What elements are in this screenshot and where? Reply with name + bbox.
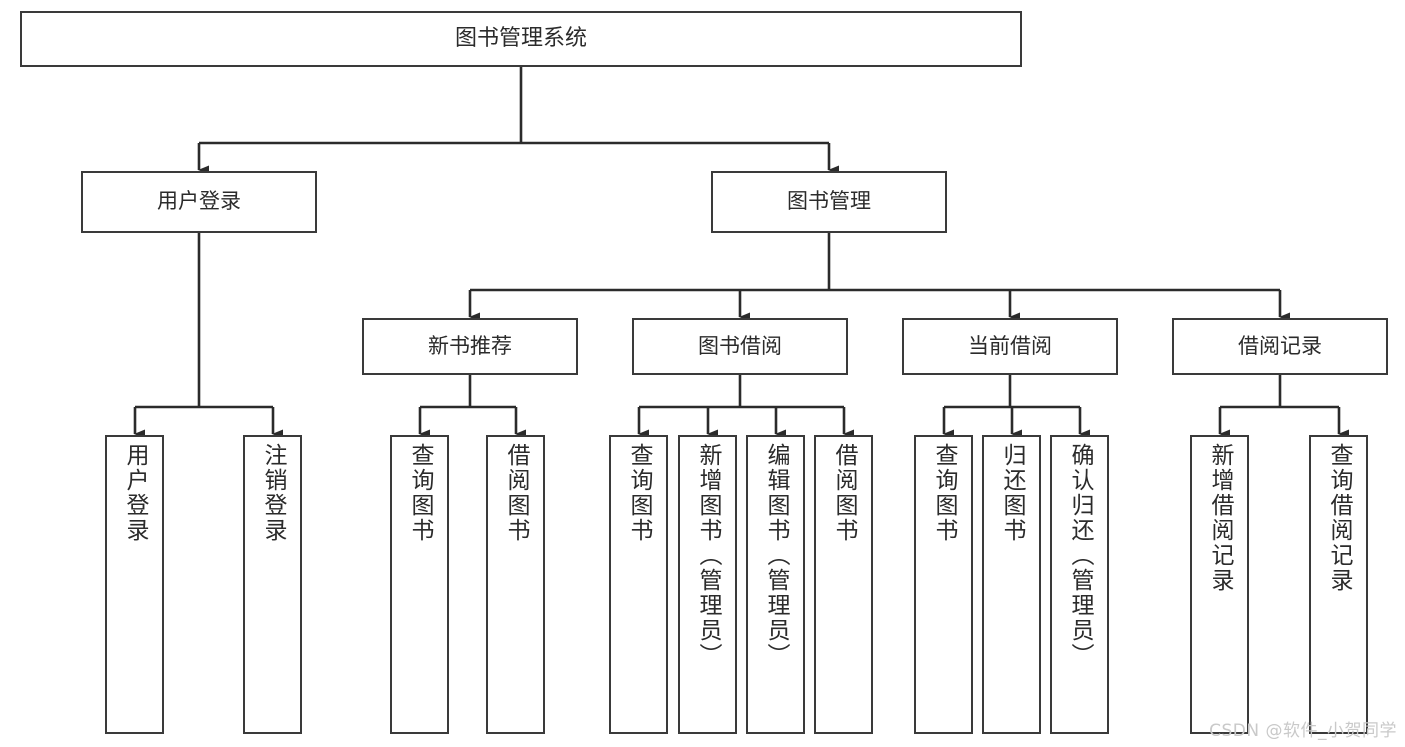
node-borrow[interactable]: 图书借阅 — [632, 318, 848, 375]
node-leaf-login-2[interactable]: 注销登录 — [243, 435, 302, 734]
node-newbook[interactable]: 新书推荐 — [362, 318, 578, 375]
node-leaf-rec-2[interactable]: 查询借阅记录 — [1309, 435, 1368, 734]
node-leaf-new-1[interactable]: 查询图书 — [390, 435, 449, 734]
node-login[interactable]: 用户登录 — [81, 171, 317, 233]
node-label: 借阅记录 — [1238, 333, 1322, 358]
node-label: 查询图书 — [931, 443, 957, 543]
node-records[interactable]: 借阅记录 — [1172, 318, 1388, 375]
node-label: 借阅图书 — [831, 443, 857, 543]
node-current[interactable]: 当前借阅 — [902, 318, 1118, 375]
node-label: 新增借阅记录 — [1207, 443, 1233, 593]
connector-lines — [133, 67, 1349, 439]
node-label: 编辑图书（管理员） — [763, 443, 789, 668]
node-bookmgmt[interactable]: 图书管理 — [711, 171, 947, 233]
node-label: 查询图书 — [407, 443, 433, 543]
node-label: 新书推荐 — [428, 333, 512, 358]
node-label: 查询图书 — [626, 443, 652, 543]
node-label: 借阅图书 — [503, 443, 529, 543]
node-leaf-bor-2[interactable]: 新增图书（管理员） — [678, 435, 737, 734]
node-label: 图书借阅 — [698, 333, 782, 358]
node-label: 查询借阅记录 — [1326, 443, 1352, 593]
node-leaf-bor-1[interactable]: 查询图书 — [609, 435, 668, 734]
node-label: 用户登录 — [122, 443, 148, 543]
node-leaf-cur-2[interactable]: 归还图书 — [982, 435, 1041, 734]
node-label: 当前借阅 — [968, 333, 1052, 358]
node-leaf-bor-4[interactable]: 借阅图书 — [814, 435, 873, 734]
node-root[interactable]: 图书管理系统 — [20, 11, 1022, 67]
node-label: 确认归还（管理员） — [1067, 443, 1093, 668]
node-leaf-rec-1[interactable]: 新增借阅记录 — [1190, 435, 1249, 734]
node-leaf-new-2[interactable]: 借阅图书 — [486, 435, 545, 734]
node-label: 图书管理系统 — [454, 25, 587, 51]
node-label: 注销登录 — [260, 443, 286, 543]
node-label: 归还图书 — [999, 443, 1025, 543]
node-label: 用户登录 — [157, 189, 241, 214]
node-leaf-cur-3[interactable]: 确认归还（管理员） — [1050, 435, 1109, 734]
node-label: 图书管理 — [787, 189, 871, 214]
watermark: CSDN @软件_小贺同学 — [1209, 721, 1397, 741]
node-label: 新增图书（管理员） — [695, 443, 721, 668]
node-leaf-cur-1[interactable]: 查询图书 — [914, 435, 973, 734]
node-leaf-bor-3[interactable]: 编辑图书（管理员） — [746, 435, 805, 734]
node-leaf-login-1[interactable]: 用户登录 — [105, 435, 164, 734]
